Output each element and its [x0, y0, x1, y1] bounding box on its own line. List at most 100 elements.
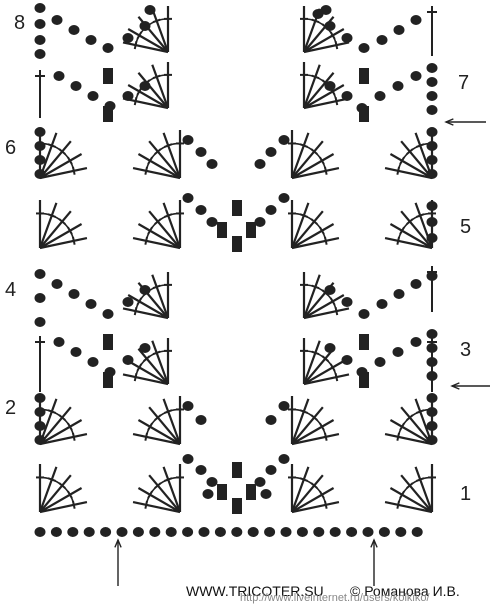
- stitch-symbols: [34, 3, 490, 586]
- treble-fan-arc: [397, 212, 433, 241]
- treble-fan-icon: [137, 487, 181, 513]
- chain-stitch-dot: [195, 147, 207, 157]
- treble-fan-icon: [127, 84, 169, 109]
- chain-stitch-dot: [195, 415, 207, 425]
- treble-fan-icon: [389, 153, 433, 179]
- treble-fan-icon: [151, 274, 170, 319]
- chain-stitch-dot: [410, 337, 422, 347]
- chain-stitch-dot: [198, 527, 210, 537]
- treble-fan-icon: [303, 72, 335, 109]
- chain-stitch-dot: [426, 343, 438, 353]
- chain-stitch-dot: [410, 279, 422, 289]
- chain-stitch-dot: [34, 269, 46, 279]
- chain-stitch-dot: [411, 527, 423, 537]
- chain-stitch-dot: [393, 289, 405, 299]
- chain-stitch-dot: [426, 371, 438, 381]
- chain-stitch-dot: [254, 477, 266, 487]
- chain-stitch-dot: [87, 91, 99, 101]
- chain-stitch-dot: [324, 343, 336, 353]
- treble-fan-icon: [132, 236, 181, 250]
- chain-stitch-dot: [195, 465, 207, 475]
- picot-block-icon: [359, 106, 369, 122]
- chain-stitch-dot: [426, 77, 438, 87]
- treble-fan-arc: [303, 284, 338, 312]
- chain-stitch-dot: [247, 527, 259, 537]
- chain-stitch-dot: [70, 347, 82, 357]
- chain-stitch-dot: [426, 105, 438, 115]
- treble-fan-arc: [291, 142, 327, 171]
- chain-stitch-dot: [34, 293, 46, 303]
- treble-fan-icon: [400, 210, 433, 249]
- chain-stitch-dot: [53, 337, 65, 347]
- picot-block-icon: [217, 484, 227, 500]
- chain-stitch-dot: [410, 71, 422, 81]
- chain-stitch-dot: [34, 155, 46, 165]
- picot-block-icon: [232, 462, 242, 478]
- picot-block-icon: [359, 68, 369, 84]
- treble-fan-icon: [162, 132, 182, 179]
- picot-block-icon: [232, 236, 242, 252]
- chain-stitch-dot: [410, 15, 422, 25]
- treble-fan-icon: [127, 294, 169, 319]
- chain-stitch-dot: [324, 285, 336, 295]
- picot-block-icon: [217, 222, 227, 238]
- treble-fan-icon: [400, 406, 433, 445]
- chain-stitch-dot: [312, 9, 324, 19]
- treble-fan-icon: [303, 97, 350, 110]
- treble-fan-icon: [290, 132, 310, 179]
- treble-fan-icon: [137, 419, 181, 445]
- chain-stitch-dot: [329, 527, 341, 537]
- chain-stitch-dot: [144, 5, 156, 15]
- treble-fan-icon: [302, 340, 321, 385]
- chain-stitch-dot: [278, 193, 290, 203]
- chain-stitch-dot: [324, 21, 336, 31]
- treble-fan-icon: [291, 487, 335, 513]
- treble-fan-icon: [148, 474, 181, 513]
- treble-fan-icon: [291, 223, 335, 249]
- chain-stitch-dot: [376, 35, 388, 45]
- chain-stitch-dot: [34, 393, 46, 403]
- treble-fan-arc: [397, 476, 433, 505]
- site-credit: WWW.TRICOTER.SU: [186, 583, 324, 599]
- treble-fan-icon: [162, 202, 182, 249]
- chain-stitch-dot: [320, 5, 332, 15]
- treble-fan-icon: [384, 236, 433, 250]
- chain-stitch-dot: [426, 169, 438, 179]
- picot-block-icon: [246, 484, 256, 500]
- chain-stitch-dot: [346, 527, 358, 537]
- treble-fan-arc: [145, 212, 181, 241]
- treble-fan-icon: [162, 398, 182, 445]
- chain-stitch-dot: [426, 421, 438, 431]
- treble-fan-icon: [122, 41, 169, 54]
- chain-stitch-dot: [296, 527, 308, 537]
- start-arrow-icon: [114, 538, 122, 548]
- treble-fan-icon: [39, 487, 83, 513]
- chain-stitch-dot: [393, 25, 405, 35]
- picot-block-icon: [246, 222, 256, 238]
- picot-block-icon: [359, 334, 369, 350]
- treble-fan-icon: [137, 153, 181, 179]
- chain-stitch-dot: [51, 15, 63, 25]
- chain-stitch-dot: [278, 401, 290, 411]
- treble-fan-arc: [291, 212, 327, 241]
- chain-stitch-dot: [206, 217, 218, 227]
- treble-fan-icon: [303, 28, 345, 53]
- treble-fan-icon: [127, 28, 169, 53]
- chain-stitch-dot: [139, 343, 151, 353]
- chain-stitch-dot: [313, 527, 325, 537]
- row-label-7: 7: [458, 72, 469, 94]
- chain-stitch-dot: [34, 127, 46, 137]
- chain-stitch-dot: [426, 127, 438, 137]
- chain-stitch-dot: [265, 205, 277, 215]
- treble-fan-icon: [291, 419, 335, 445]
- treble-fan-icon: [39, 153, 83, 179]
- chain-stitch-dot: [206, 477, 218, 487]
- chain-stitch-dot: [100, 527, 112, 537]
- chain-stitch-dot: [34, 527, 46, 537]
- chain-stitch-dot: [358, 309, 370, 319]
- treble-fan-icon: [39, 474, 72, 513]
- author-credit: © Романова И.В.: [350, 583, 460, 599]
- treble-fan-icon: [39, 419, 83, 445]
- chain-stitch-dot: [182, 193, 194, 203]
- chain-stitch-dot: [376, 299, 388, 309]
